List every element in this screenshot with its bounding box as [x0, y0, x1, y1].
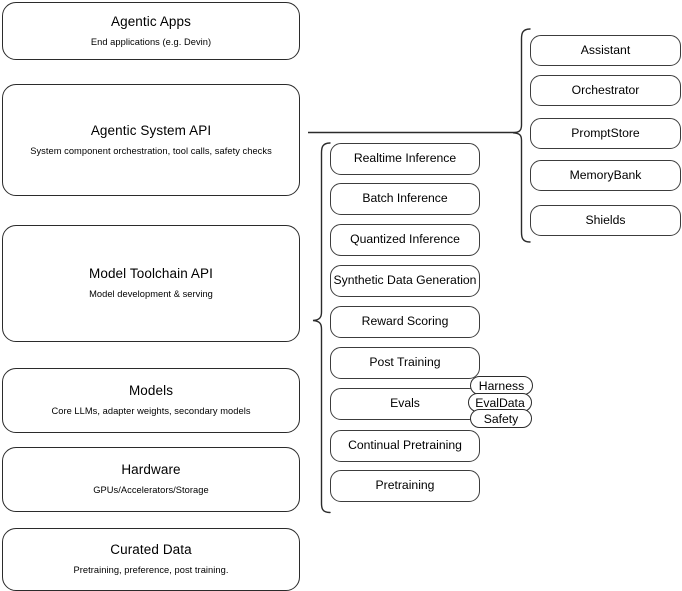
layer-subtitle: GPUs/Accelerators/Storage [93, 485, 209, 496]
chip-label: Continual Pretraining [348, 438, 462, 453]
layer-subtitle: System component orchestration, tool cal… [30, 145, 272, 156]
layer-box-hardware[interactable]: Hardware GPUs/Accelerators/Storage [2, 447, 300, 512]
layer-title: Models [128, 383, 174, 399]
bracket-system-components [512, 28, 531, 243]
toolchain-item-batch-inference[interactable]: Batch Inference [330, 183, 480, 215]
chip-label: Pretraining [375, 478, 435, 493]
layer-subtitle: End applications (e.g. Devin) [90, 36, 212, 47]
chip-label: Synthetic Data Generation [333, 273, 477, 288]
toolchain-item-evals[interactable]: Evals [330, 388, 480, 420]
chip-label: Post Training [369, 355, 441, 370]
bracket-toolchain [312, 142, 331, 514]
pill-label: Safety [483, 411, 519, 426]
chip-label: MemoryBank [569, 167, 642, 182]
toolchain-item-synthetic-data-generation[interactable]: Synthetic Data Generation [330, 265, 480, 297]
toolchain-item-realtime-inference[interactable]: Realtime Inference [330, 143, 480, 175]
layer-box-model-toolchain-api[interactable]: Model Toolchain API Model development & … [2, 225, 300, 342]
pill-label: Harness [478, 378, 525, 393]
eval-pill-safety[interactable]: Safety [470, 409, 532, 428]
layer-box-models[interactable]: Models Core LLMs, adapter weights, secon… [2, 368, 300, 433]
chip-label: Realtime Inference [353, 151, 457, 166]
chip-label: Shields [585, 212, 626, 227]
system-component-memorybank[interactable]: MemoryBank [530, 160, 681, 191]
pill-label: EvalData [475, 395, 525, 410]
toolchain-item-pretraining[interactable]: Pretraining [330, 470, 480, 502]
toolchain-item-reward-scoring[interactable]: Reward Scoring [330, 306, 480, 338]
toolchain-item-quantized-inference[interactable]: Quantized Inference [330, 224, 480, 256]
layer-title: Model Toolchain API [89, 266, 213, 282]
layer-title: Curated Data [110, 542, 192, 558]
system-component-promptstore[interactable]: PromptStore [530, 118, 681, 149]
layer-box-curated-data[interactable]: Curated Data Pretraining, preference, po… [2, 528, 300, 591]
chip-label: Batch Inference [362, 191, 448, 206]
system-component-assistant[interactable]: Assistant [530, 35, 681, 66]
layer-subtitle: Core LLMs, adapter weights, secondary mo… [51, 406, 251, 417]
chip-label: Orchestrator [571, 82, 640, 97]
chip-label: Quantized Inference [350, 232, 460, 247]
layer-title: Hardware [121, 462, 181, 478]
system-component-shields[interactable]: Shields [530, 205, 681, 236]
layer-title: Agentic Apps [110, 13, 191, 29]
chip-label: Evals [390, 396, 420, 411]
layer-box-agentic-apps[interactable]: Agentic Apps End applications (e.g. Devi… [2, 2, 300, 60]
chip-label: PromptStore [571, 125, 640, 140]
chip-label: Reward Scoring [361, 314, 449, 329]
toolchain-item-post-training[interactable]: Post Training [330, 347, 480, 379]
layer-subtitle: Pretraining, preference, post training. [73, 565, 229, 576]
layer-subtitle: Model development & serving [89, 289, 213, 300]
system-component-orchestrator[interactable]: Orchestrator [530, 75, 681, 106]
layer-title: Agentic System API [90, 122, 212, 138]
toolchain-item-continual-pretraining[interactable]: Continual Pretraining [330, 430, 480, 462]
layer-box-agentic-system-api[interactable]: Agentic System API System component orch… [2, 84, 300, 196]
chip-label: Assistant [580, 42, 631, 57]
